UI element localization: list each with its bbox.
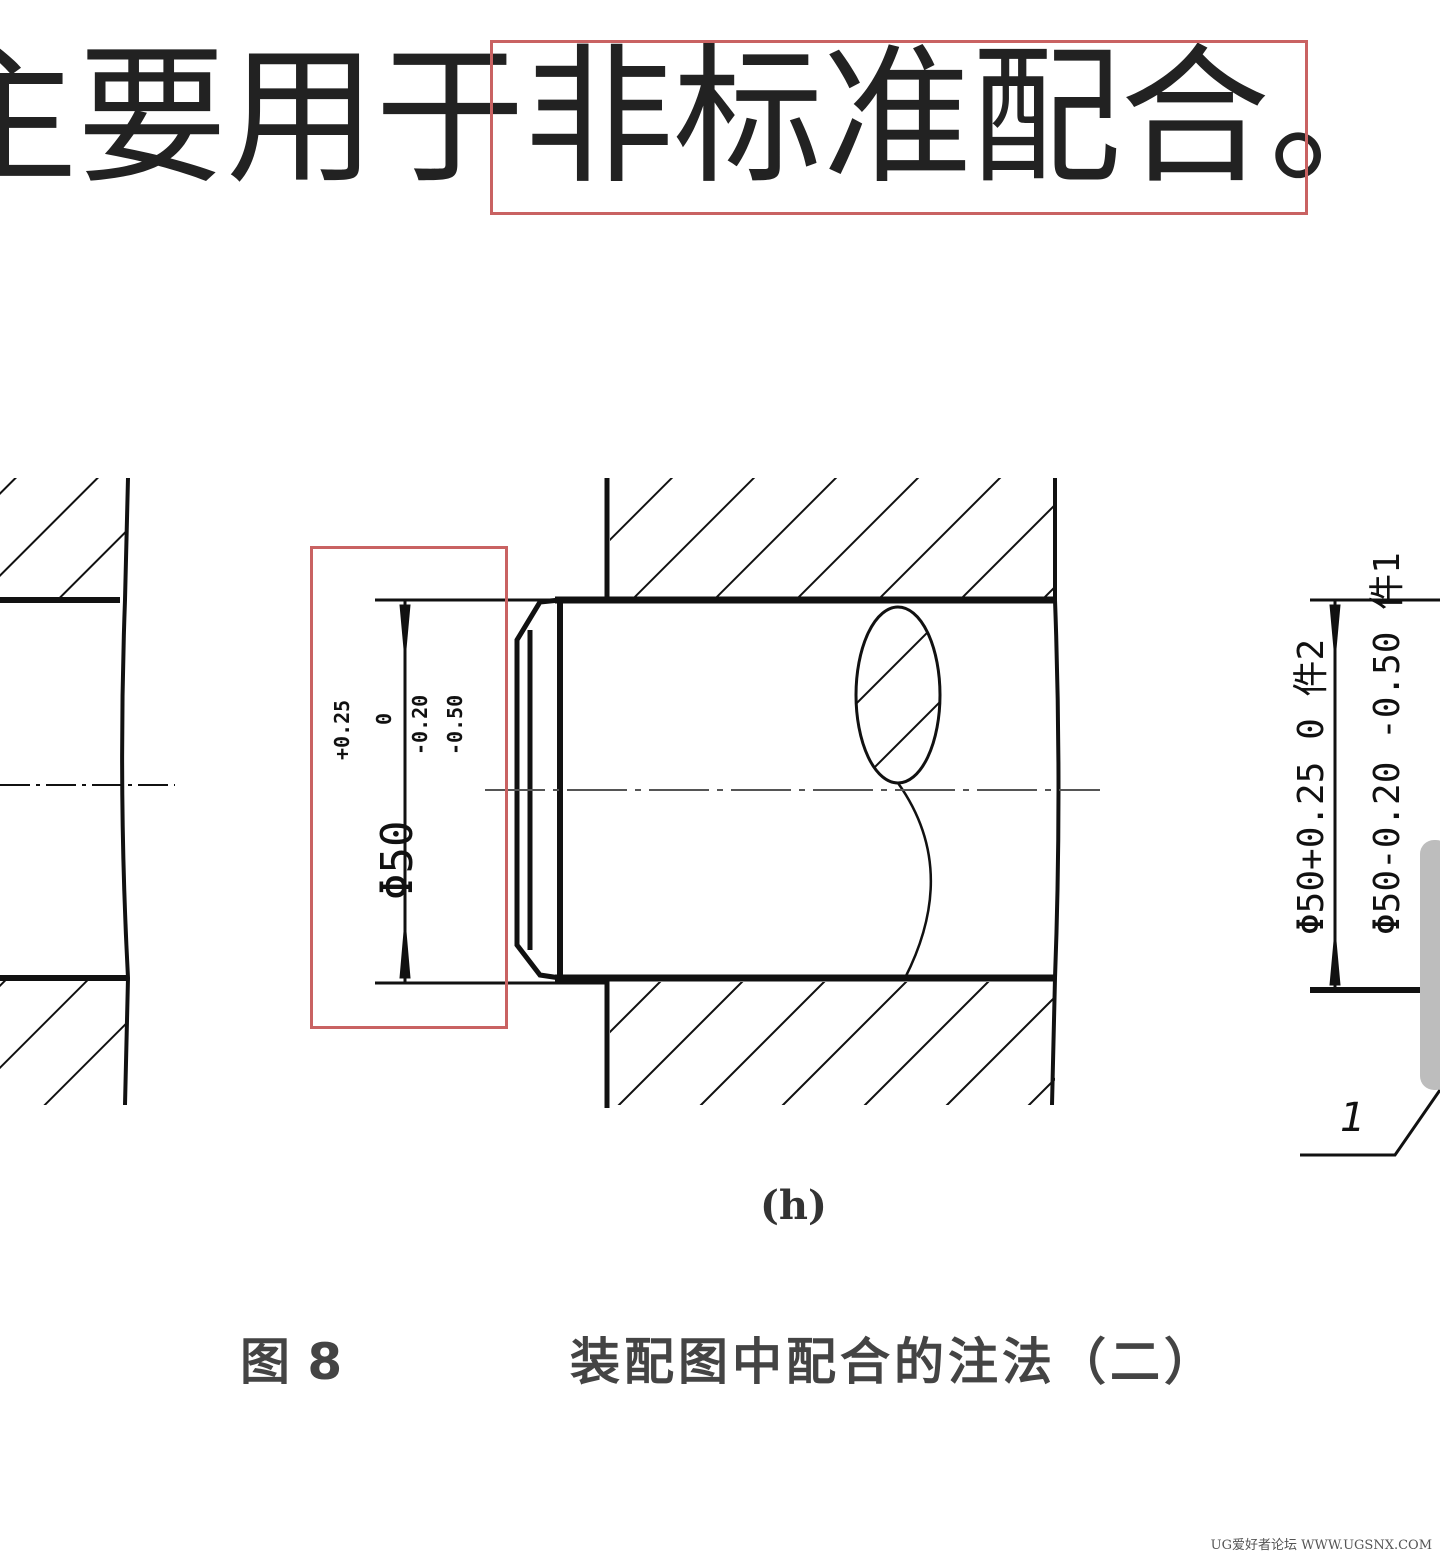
- left-partial-view: [0, 477, 175, 1106]
- center-view: [375, 478, 1100, 1108]
- leader-label: 1: [1340, 1095, 1366, 1141]
- part-2-label: 件2: [1291, 638, 1332, 697]
- right-partial-view: [1300, 598, 1440, 1157]
- watermark: UG爱好者论坛 WWW.UGSNX.COM: [1210, 1538, 1432, 1553]
- highlight-box-non-standard-fit: [490, 40, 1308, 215]
- figure-number: 图 8: [240, 1333, 343, 1391]
- dimension-shaft: Φ50-0.20 -0.50: [1367, 631, 1408, 935]
- dimension-hole-lower: 0: [372, 712, 396, 725]
- dimension-hole-label: Φ50+0.25 0 件2: [1282, 639, 1334, 935]
- dimension-hole: Φ50+0.25 0: [1291, 718, 1332, 935]
- scrollbar-thumb[interactable]: [1420, 840, 1440, 1090]
- dimension-shaft-upper: -0.20: [408, 694, 432, 755]
- dimension-shaft-label: Φ50-0.20 -0.50 件1: [1358, 552, 1410, 935]
- highlight-box-dimension: [310, 546, 508, 1029]
- heading-text: 主要用于非标准配合。: [0, 31, 1419, 205]
- figure-title: 装配图中配合的注法（二）: [570, 1333, 1218, 1391]
- sub-figure-label: (h): [760, 1182, 827, 1229]
- dimension-nominal: Φ50: [372, 820, 423, 900]
- part-1-label: 件1: [1367, 552, 1408, 610]
- dimension-shaft-lower: -0.50: [443, 694, 467, 755]
- dimension-hole-upper: +0.25: [330, 699, 354, 760]
